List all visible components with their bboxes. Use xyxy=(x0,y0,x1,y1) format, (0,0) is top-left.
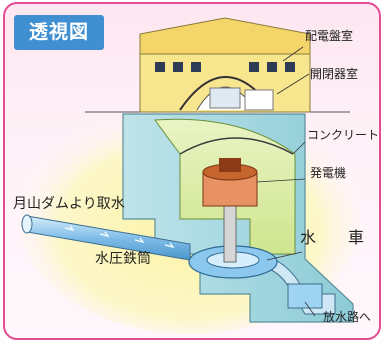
page-title: 透視図 xyxy=(14,15,104,50)
generator-graphic xyxy=(202,158,258,207)
label-water-turbine: 水 車 xyxy=(300,228,373,247)
label-switchgear-room: 開閉器室 xyxy=(310,67,359,81)
tailrace-outlet xyxy=(287,283,323,309)
label-switchboard-room: 配電盤室 xyxy=(305,29,354,43)
leader-lines xyxy=(256,46,316,317)
cutaway-illustration xyxy=(20,17,360,334)
diagram-panel: 透視図 配電盤室 開閉器室 コンクリート 発電機 月山ダムより取水 水 車 水圧… xyxy=(3,2,381,340)
powerhouse-building xyxy=(139,17,311,113)
label-intake: 月山ダムより取水 xyxy=(13,196,125,212)
label-generator: 発電機 xyxy=(310,166,347,180)
label-concrete: コンクリート xyxy=(307,128,380,142)
label-penstock: 水圧鉄筒 xyxy=(95,251,151,267)
label-to-tailrace: 放水路へ xyxy=(323,310,372,324)
